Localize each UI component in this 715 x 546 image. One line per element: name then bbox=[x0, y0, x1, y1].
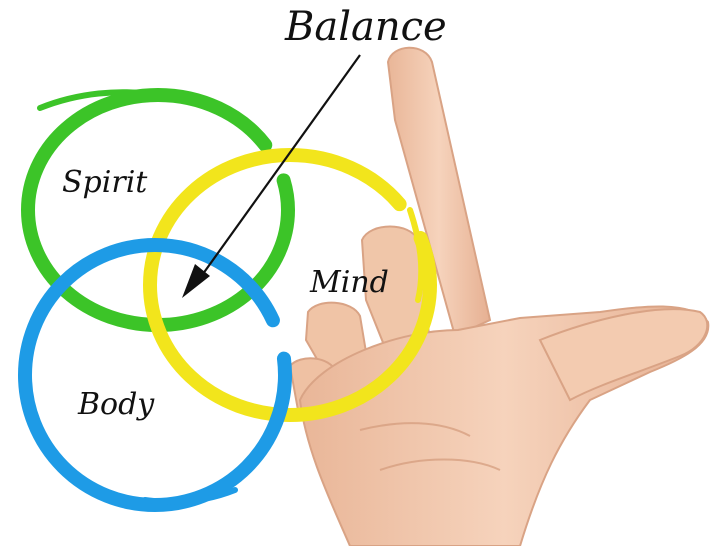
spirit-label: Spirit bbox=[62, 165, 148, 200]
mind-label: Mind bbox=[309, 265, 389, 300]
balance-title: Balance bbox=[284, 4, 447, 50]
mind-circle bbox=[143, 148, 437, 422]
body-circle bbox=[18, 238, 292, 512]
thumb bbox=[538, 308, 709, 402]
balance-arrow bbox=[182, 54, 361, 298]
body-label: Body bbox=[77, 387, 155, 422]
